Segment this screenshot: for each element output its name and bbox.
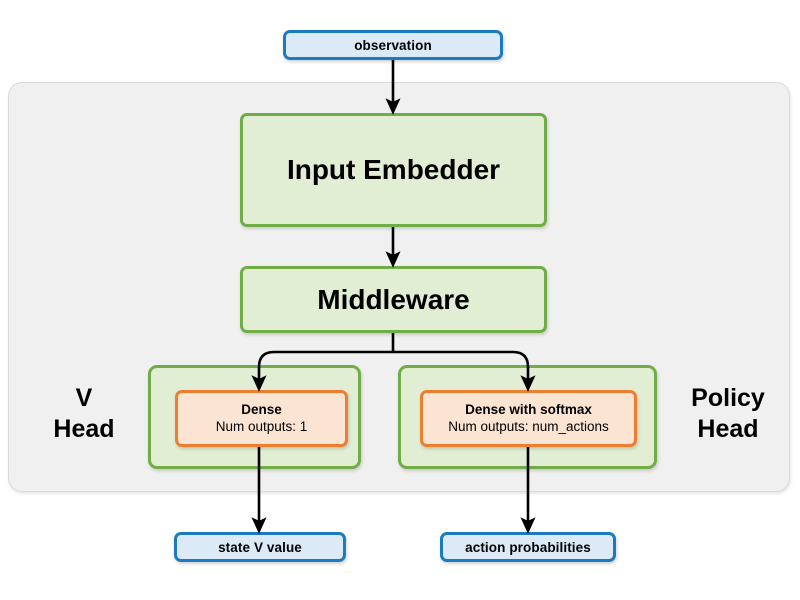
input-embedder-label: Input Embedder bbox=[286, 154, 501, 185]
v-head-dense-node: Dense Num outputs: 1 bbox=[175, 390, 348, 447]
observation-node: observation bbox=[283, 30, 503, 60]
policy-head-dense-node: Dense with softmax Num outputs: num_acti… bbox=[420, 390, 637, 447]
state-v-value-label: state V value bbox=[218, 539, 302, 555]
policy-head-dense-subtitle: Num outputs: num_actions bbox=[448, 419, 609, 434]
middleware-node: Middleware bbox=[240, 266, 547, 333]
action-probabilities-label: action probabilities bbox=[465, 539, 591, 555]
policy-head-dense-title: Dense with softmax bbox=[465, 402, 592, 417]
v-head-dense-subtitle: Num outputs: 1 bbox=[215, 419, 308, 434]
v-head-side-label: V Head bbox=[53, 384, 115, 443]
action-probabilities-node: action probabilities bbox=[440, 532, 616, 562]
input-embedder-node: Input Embedder bbox=[240, 113, 547, 227]
policy-head-side-label: Policy Head bbox=[691, 384, 765, 443]
state-v-value-node: state V value bbox=[174, 532, 346, 562]
observation-label: observation bbox=[354, 37, 432, 53]
v-head-dense-title: Dense bbox=[241, 402, 282, 417]
middleware-label: Middleware bbox=[317, 283, 470, 315]
